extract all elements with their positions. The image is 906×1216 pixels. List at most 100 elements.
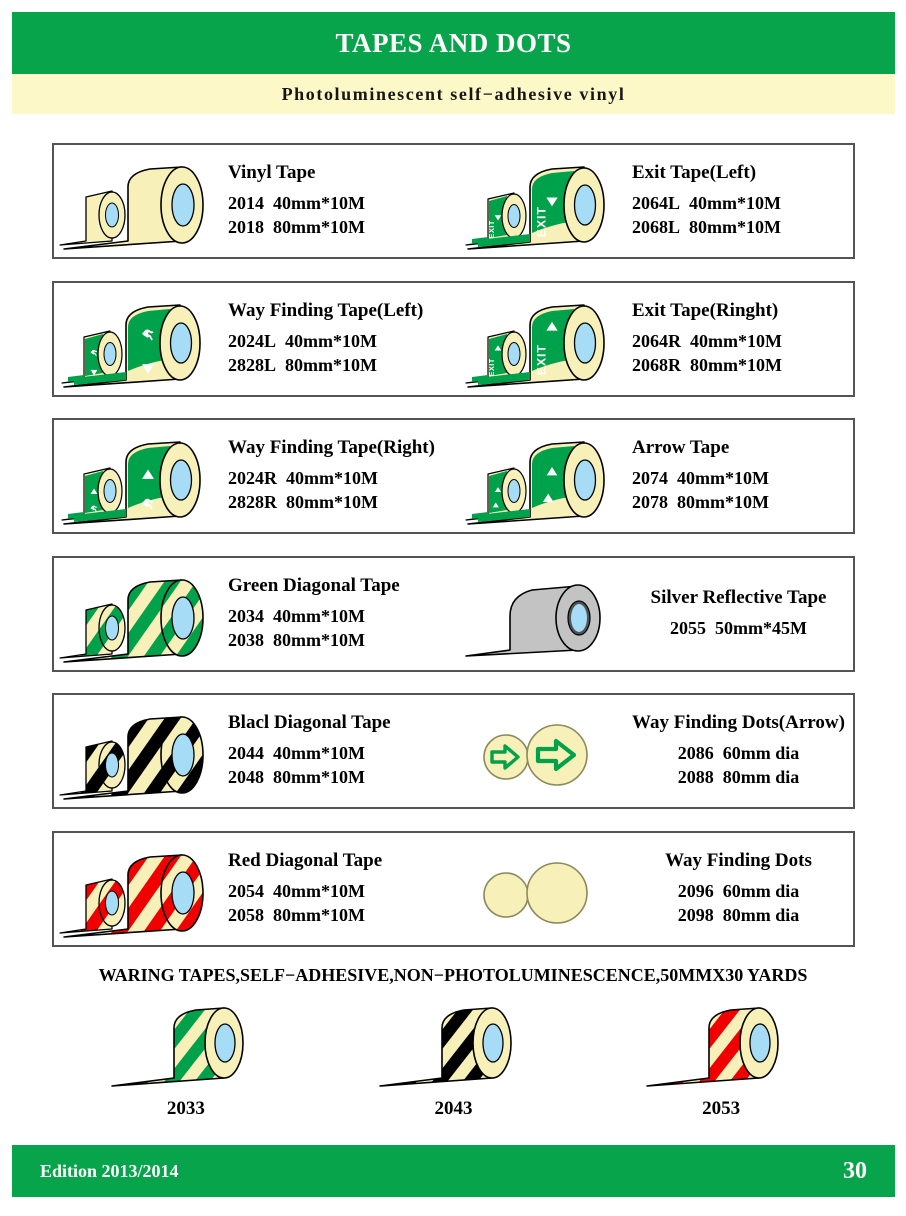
warning-tapes-heading: WARING TAPES,SELF−ADHESIVE,NON−PHOTOLUMI… bbox=[98, 965, 808, 985]
svg-text:EXIT: EXIT bbox=[488, 220, 496, 238]
warning-tape-label: 2053 bbox=[702, 1098, 741, 1119]
product-sku: 2064R bbox=[632, 331, 681, 352]
product-size: 60mm dia bbox=[722, 743, 800, 764]
product-sku: 2828R bbox=[228, 492, 277, 512]
product-size: 80mm*10M bbox=[273, 630, 365, 650]
warning-tape-2033[interactable]: 2033 bbox=[52, 1000, 320, 1135]
product-title: Way Finding Dots bbox=[665, 850, 812, 872]
product-size: 40mm*10M bbox=[677, 468, 769, 489]
product-sku: 2078 bbox=[632, 492, 668, 512]
product-variant-line: 2064L 40mm*10M bbox=[632, 192, 857, 216]
product-variant-line: 2064R 40mm*10M bbox=[632, 330, 857, 354]
dots-plain-icon bbox=[458, 833, 628, 945]
roll-wayfind-left-icon bbox=[54, 283, 224, 395]
product-sku: 2014 bbox=[228, 193, 264, 214]
product-size: 80mm*10M bbox=[677, 492, 769, 512]
product-size: 80mm*10M bbox=[273, 767, 365, 787]
product-sku: 2055 bbox=[670, 618, 706, 639]
product-title: Vinyl Tape bbox=[228, 162, 316, 184]
product-sku: 2098 bbox=[677, 905, 714, 925]
product-size: 80mm*10M bbox=[273, 217, 365, 237]
product-sku: 2064L bbox=[632, 193, 681, 214]
roll-diagonal-red-icon bbox=[54, 833, 224, 945]
product-size: 80mm*10M bbox=[273, 905, 365, 925]
product-sku: 2054 bbox=[228, 881, 264, 902]
product-silver-reflective-tape[interactable]: Silver Reflective Tape 2055 50mm*45M bbox=[458, 558, 857, 670]
product-sku: 2088 bbox=[677, 767, 714, 787]
warn-roll-green-icon bbox=[106, 1000, 266, 1092]
page-subtitle: Photoluminescent self−adhesive vinyl bbox=[281, 83, 626, 104]
warning-tapes-row: 2033 2043 2053 bbox=[52, 1000, 855, 1135]
product-sku: 2058 bbox=[228, 905, 264, 925]
roll-diagonal-black-icon bbox=[54, 695, 224, 807]
product-title: Green Diagonal Tape bbox=[228, 575, 400, 597]
product-size: 80mm*10M bbox=[286, 492, 378, 512]
product-variant-line: 2828R 80mm*10M bbox=[228, 491, 458, 515]
warning-tape-2053[interactable]: 2053 bbox=[587, 1000, 855, 1135]
warn-roll-red-icon bbox=[641, 1000, 801, 1092]
dots-arrow-icon bbox=[458, 695, 628, 807]
roll-diagonal-green-icon bbox=[54, 558, 224, 670]
warning-tape-label: 2043 bbox=[434, 1098, 473, 1119]
product-variant-line: 2034 40mm*10M bbox=[228, 605, 458, 629]
roll-plain-icon bbox=[54, 145, 224, 257]
product-green-diagonal-tape[interactable]: Green Diagonal Tape 2034 40mm*10M 2038 80mm*… bbox=[54, 558, 458, 670]
product-way-finding-dots-arrow[interactable]: Way Finding Dots(Arrow) 2086 60mm dia 2088 8… bbox=[458, 695, 857, 807]
svg-text:EXIT: EXIT bbox=[534, 206, 548, 237]
page-header-band: TAPES AND DOTS bbox=[12, 12, 895, 74]
product-size: 40mm*10M bbox=[273, 606, 365, 627]
product-info: Silver Reflective Tape 2055 50mm*45M bbox=[628, 587, 857, 641]
roll-wayfind-right-icon bbox=[54, 420, 224, 532]
page-title: TAPES AND DOTS bbox=[335, 27, 572, 58]
product-size: 50mm*45M bbox=[715, 618, 807, 639]
product-sku: 2068L bbox=[632, 217, 681, 237]
product-variant-line: 2038 80mm*10M bbox=[228, 629, 458, 653]
product-variant-line: 2078 80mm*10M bbox=[632, 491, 857, 515]
product-size: 40mm*10M bbox=[689, 193, 781, 214]
product-size: 40mm*10M bbox=[690, 331, 782, 352]
product-title: Way Finding Dots(Arrow) bbox=[632, 712, 845, 734]
warning-tape-2043[interactable]: 2043 bbox=[320, 1000, 588, 1135]
product-title: Exit Tape(Ringht) bbox=[632, 300, 779, 322]
footer-edition: Edition 2013/2014 bbox=[40, 1160, 179, 1181]
product-variant-line: 2024R 40mm*10M bbox=[228, 467, 458, 491]
footer-page-number: 30 bbox=[843, 1157, 867, 1184]
product-sku: 2024R bbox=[228, 468, 277, 489]
warn-roll-black-icon bbox=[374, 1000, 534, 1092]
product-sku: 2044 bbox=[228, 743, 264, 764]
product-sku: 2086 bbox=[677, 743, 714, 764]
product-size: 80mm dia bbox=[722, 767, 800, 787]
product-sku: 2038 bbox=[228, 630, 264, 650]
product-size: 80mm*10M bbox=[285, 355, 377, 375]
product-title: Way Finding Tape(Right) bbox=[228, 437, 435, 459]
product-title: Silver Reflective Tape bbox=[650, 587, 827, 609]
product-sku: 2034 bbox=[228, 606, 264, 627]
product-size: 40mm*10M bbox=[286, 468, 378, 489]
product-title: Blacl Diagonal Tape bbox=[228, 712, 391, 734]
